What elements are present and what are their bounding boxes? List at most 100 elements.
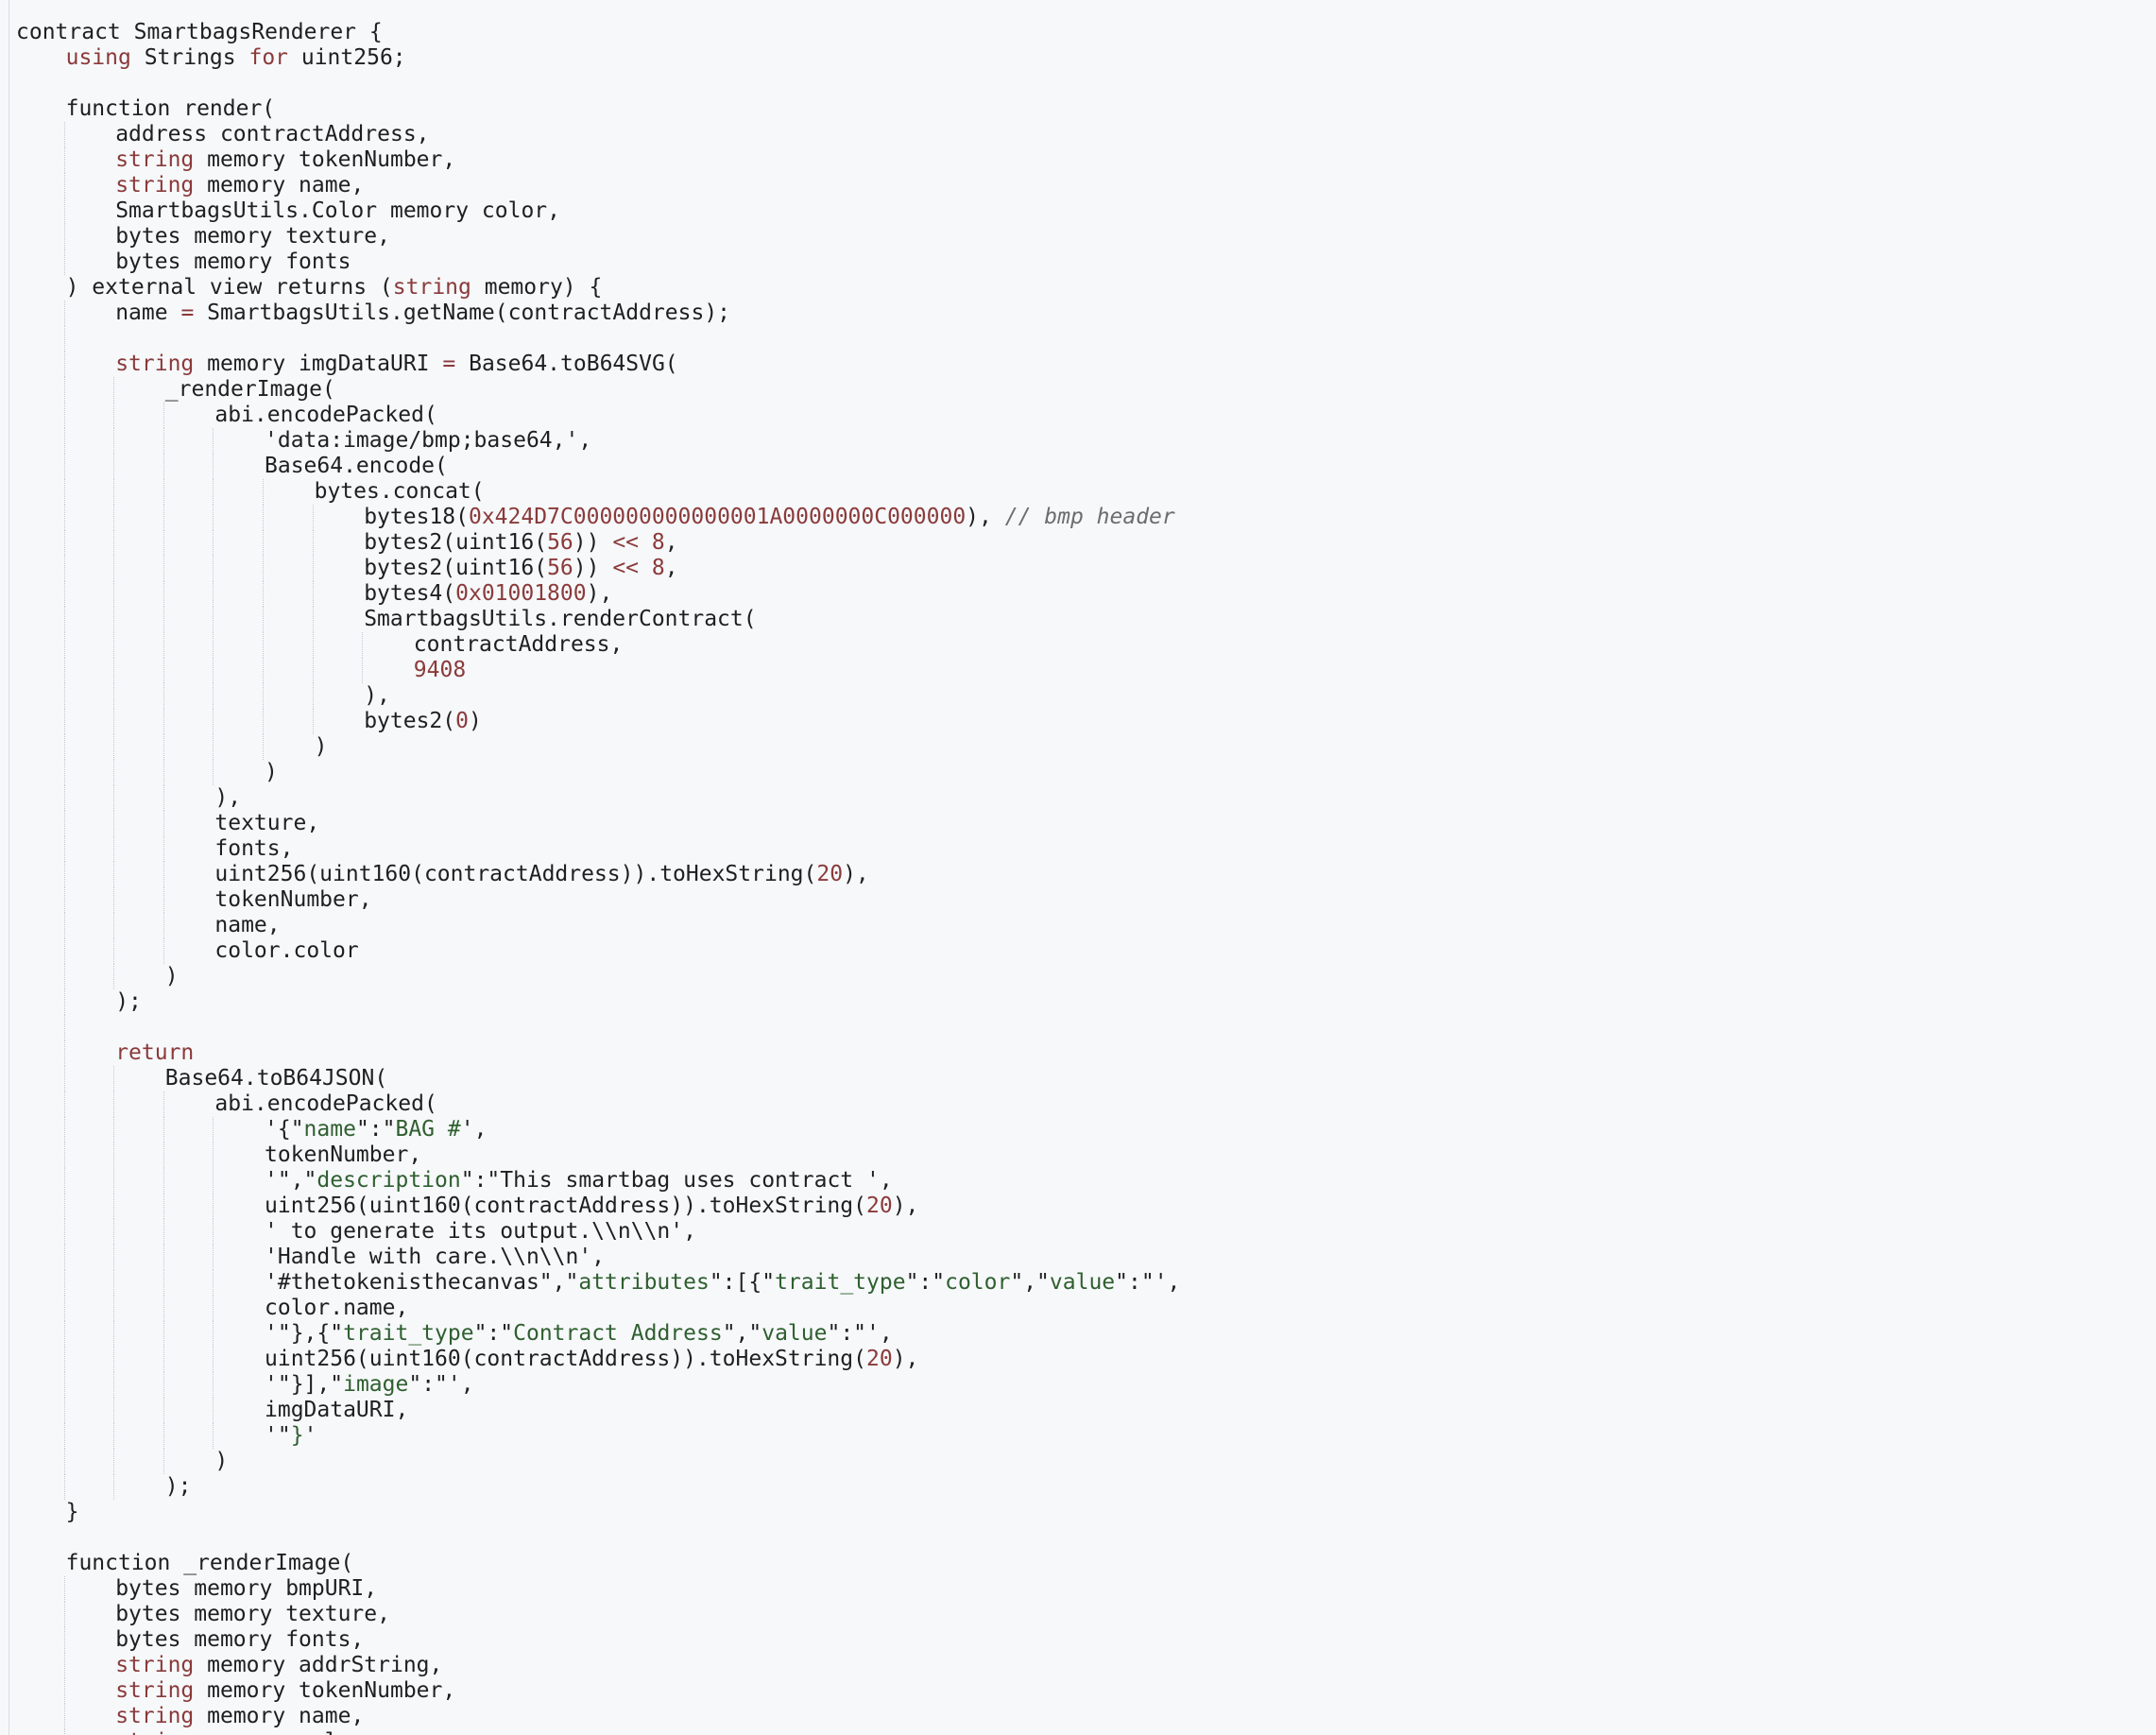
indent-guide: [63, 938, 65, 964]
code-line-content: string memory tokenNumber,: [115, 147, 455, 173]
string-token: Contract Address: [513, 1321, 723, 1346]
code-token: abi.encodePacked(: [214, 403, 437, 427]
indent-guide: [213, 581, 214, 607]
code-line-content: ),: [364, 683, 390, 709]
indent-guide: [113, 811, 115, 836]
indent-guide: [163, 1219, 164, 1245]
indent-guide: [63, 352, 65, 377]
indent-guide: [213, 1296, 214, 1321]
code-line-content: bytes2(0): [364, 709, 482, 734]
code-token: memory name,: [194, 1704, 365, 1728]
code-line-content: bytes18(0x424D7C000000000000001A0000000C…: [364, 505, 1175, 530]
code-line-content: ' to generate its output.\\n\\n',: [265, 1219, 696, 1245]
string-token: value: [761, 1321, 828, 1346]
indent-guide: [63, 1653, 65, 1678]
code-token: '"},{": [265, 1321, 344, 1346]
indent-guide: [163, 403, 164, 428]
indent-guide: [63, 377, 65, 403]
indent-guide: [113, 581, 115, 607]
indent-guide: [163, 428, 164, 454]
code-line-content: tokenNumber,: [265, 1142, 421, 1168]
fold-gutter[interactable]: [0, 0, 9, 1735]
code-token: function _renderImage(: [65, 1551, 354, 1575]
indent-guide: [113, 964, 115, 989]
code-token: 'data:image/bmp;base64,',: [265, 428, 592, 453]
indent-guide: [163, 1398, 164, 1423]
code-token: name: [115, 301, 181, 325]
code-line-content: string memory tokenNumber,: [115, 1678, 455, 1704]
code-token: bytes2(uint16(: [364, 530, 548, 555]
indent-guide: [213, 1142, 214, 1168]
indent-guide: [163, 913, 164, 938]
indent-guide: [63, 811, 65, 836]
keyword-token: string: [115, 1678, 195, 1703]
indent-guide: [163, 683, 164, 709]
indent-guide: [113, 709, 115, 734]
indent-guide: [63, 836, 65, 862]
code-line-content: string memory name,: [115, 1704, 364, 1729]
indent-guide: [63, 1449, 65, 1474]
string-token: name: [303, 1117, 356, 1142]
code-token: uint256(uint160(contractAddress)).toHexS…: [265, 1194, 866, 1218]
indent-guide: [163, 862, 164, 887]
indent-guide: [213, 505, 214, 530]
code-line-content: name,: [214, 913, 280, 938]
number-token: 0x424D7C000000000000001A0000000C000000: [468, 505, 967, 529]
indent-guide: [113, 428, 115, 454]
indent-guide: [113, 607, 115, 632]
indent-guide: [263, 607, 264, 632]
code-token: uint256(uint160(contractAddress)).toHexS…: [265, 1347, 866, 1371]
string-token: image: [343, 1372, 409, 1397]
code-token: memory name,: [194, 173, 365, 198]
code-token: ":[{": [709, 1270, 776, 1295]
indent-guide: [163, 1117, 164, 1142]
keyword-token: string: [115, 173, 195, 198]
indent-guide: [213, 632, 214, 658]
indent-guide: [213, 556, 214, 581]
code-token: memory tokenNumber,: [194, 1678, 456, 1703]
code-line-content: color.color: [214, 938, 358, 964]
code-line-content: );: [165, 1474, 192, 1500]
indent-guide: [113, 1474, 115, 1500]
code-line-content: texture,: [214, 811, 319, 836]
indent-guide: [63, 785, 65, 811]
code-line-content: Base64.toB64JSON(: [165, 1066, 387, 1091]
code-token: Base64.encode(: [265, 454, 448, 478]
indent-guide: [63, 760, 65, 785]
code-token: ),: [214, 785, 242, 810]
indent-guide: [113, 938, 115, 964]
indent-guide: [312, 658, 314, 683]
indent-guide: [113, 1117, 115, 1142]
code-line-content: string memory imgDataURI = Base64.toB64S…: [115, 352, 677, 377]
code-token: [639, 556, 652, 580]
code-token: ",": [722, 1321, 762, 1346]
indent-guide: [213, 734, 214, 760]
code-token: fonts,: [214, 836, 294, 861]
indent-guide: [63, 1219, 65, 1245]
code-token: )): [573, 556, 613, 580]
string-token: }: [290, 1423, 304, 1448]
indent-guide: [113, 1194, 115, 1219]
indent-guide: [362, 632, 364, 658]
code-line-content: using Strings for uint256;: [66, 45, 406, 71]
indent-guide: [63, 1627, 65, 1653]
indent-guide: [263, 658, 264, 683]
code-line-content: Base64.encode(: [265, 454, 448, 479]
indent-guide: [63, 632, 65, 658]
code-token: texture,: [214, 811, 320, 835]
code-token: bytes memory texture,: [115, 1602, 390, 1626]
code-line-content: return: [115, 1040, 194, 1066]
indent-guide: [63, 1729, 65, 1735]
indent-guide: [163, 785, 164, 811]
indent-guide: [163, 1296, 164, 1321]
indent-guide: [113, 836, 115, 862]
indent-guide: [63, 607, 65, 632]
code-line-content: SmartbagsUtils.Color memory color,: [115, 198, 560, 224]
code-line-content: uint256(uint160(contractAddress)).toHexS…: [265, 1194, 918, 1219]
code-token: SmartbagsUtils.renderContract(: [364, 607, 757, 631]
indent-guide: [163, 709, 164, 734]
code-token: function render(: [65, 96, 276, 121]
string-token: trait_type: [343, 1321, 474, 1346]
code-line-content: uint256(uint160(contractAddress)).toHexS…: [214, 862, 868, 887]
indent-guide: [113, 1142, 115, 1168]
